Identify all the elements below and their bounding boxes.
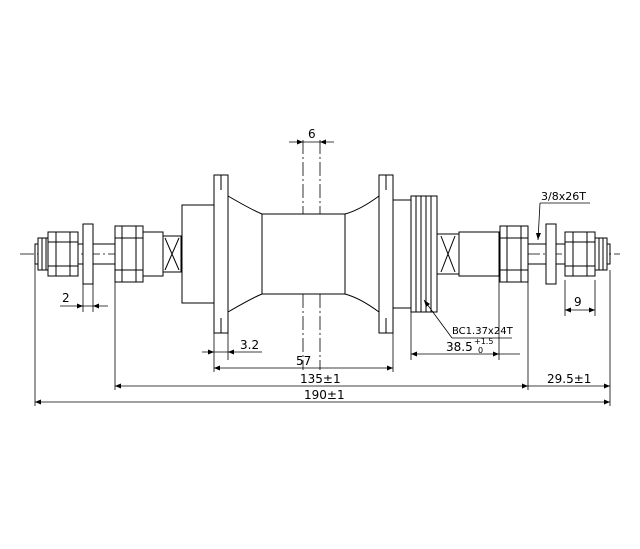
freewheel-thread <box>410 195 438 313</box>
dim-29-5: 29.5±1 <box>528 270 611 406</box>
dim-2-label: 2 <box>62 291 70 305</box>
dim-57: 57 <box>213 333 394 372</box>
dim-135-label: 135±1 <box>300 372 341 386</box>
right-flange <box>378 174 394 334</box>
right-axle-nut <box>564 231 596 277</box>
dim-thread-spec-label: 3/8x26T <box>541 190 586 203</box>
dim-thread-spec: 3/8x26T <box>536 190 590 241</box>
dim-38-5-label: 38.5 <box>446 340 473 354</box>
hub-body <box>181 174 412 334</box>
dim-6-label: 6 <box>308 127 316 141</box>
right-cone-nut <box>499 225 529 283</box>
right-axle-thread <box>594 237 608 271</box>
right-cone <box>436 231 500 277</box>
dim-3-2-label: 3.2 <box>240 338 259 352</box>
left-cone <box>142 231 182 277</box>
dim-9-label: 9 <box>574 295 582 309</box>
left-axle-nut <box>47 231 79 277</box>
dim-57-label: 57 <box>296 354 311 368</box>
right-washer <box>545 223 557 285</box>
dim-38-5: 38.5 +1.5 0 <box>410 276 520 360</box>
dim-190: 190±1 <box>34 264 610 406</box>
dim-bc-spec: BC1.37x24T <box>423 299 514 339</box>
dim-6: 6 <box>289 127 334 145</box>
dim-38-5-upper-tol: +1.5 <box>474 337 493 346</box>
dim-2: 2 <box>60 280 108 312</box>
left-flange <box>213 174 229 334</box>
dim-135: 135±1 <box>114 282 529 390</box>
dim-3-2: 3.2 <box>202 333 262 360</box>
dim-9: 9 <box>564 280 596 316</box>
dim-29-5-label: 29.5±1 <box>547 372 591 386</box>
left-cone-nut <box>114 225 144 283</box>
dim-38-5-lower-tol: 0 <box>478 346 483 355</box>
dim-bc-spec-label: BC1.37x24T <box>452 326 514 337</box>
left-axle-thread <box>37 237 51 271</box>
dim-190-label: 190±1 <box>304 388 345 402</box>
left-washer <box>82 223 94 285</box>
